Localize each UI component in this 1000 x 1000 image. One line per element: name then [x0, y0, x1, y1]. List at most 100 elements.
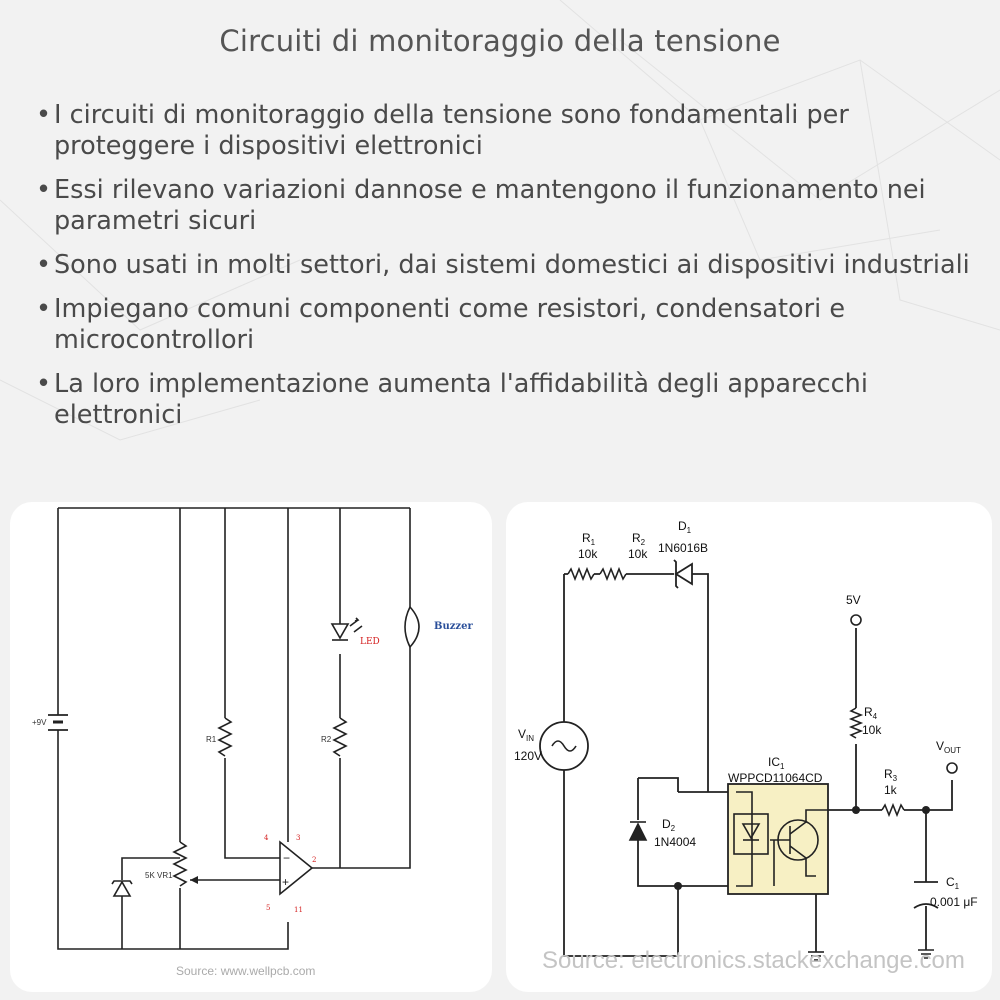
left-source-caption: Source: www.wellpcb.com	[176, 964, 315, 978]
r2-name: R2	[632, 531, 646, 547]
bullet-marker: •	[36, 100, 52, 130]
potentiometer-label: 5K VR1	[145, 871, 173, 880]
r4-resistor-symbol	[848, 707, 864, 739]
photodiode-symbol	[733, 791, 769, 887]
r2-name-subscript: 2	[641, 538, 646, 547]
d1-name: D1	[678, 519, 692, 535]
supply-label: 5V	[846, 593, 861, 607]
bullet-item: •Impiegano comuni componenti come resist…	[34, 294, 974, 356]
left-circuit-diagram: +9V R1 R2 LED Buzzer 5K VR1 −	[32, 507, 473, 978]
vin-name-letter: V	[518, 727, 526, 741]
junction-dot	[922, 806, 930, 814]
ic-name-letter: IC	[768, 755, 780, 769]
op-amp-symbol	[279, 840, 314, 896]
bullet-item: •Essi rilevano variazioni dannose e mant…	[34, 175, 974, 237]
bullet-marker: •	[36, 175, 52, 205]
right-circuit-diagram: R1 10k R2 10k D1 1N6016B VIN 120V D2 1N4…	[514, 519, 978, 974]
bullet-text: Sono usati in molti settori, dai sistemi…	[54, 250, 970, 280]
c1-capacitor-symbol	[913, 881, 939, 909]
bullet-text: Essi rilevano variazioni dannose e mante…	[54, 175, 926, 236]
bullet-item: •La loro implementazione aumenta l'affid…	[34, 369, 974, 431]
bullet-marker: •	[36, 369, 52, 399]
page-title: Circuiti di monitoraggio della tensione	[219, 24, 781, 58]
ic-part: WPPCD11064CD	[728, 771, 823, 785]
r1-name-subscript: 1	[591, 538, 596, 547]
phototransistor-symbol	[770, 809, 828, 886]
d2-diode-symbol	[628, 821, 648, 841]
battery-label: +9V	[32, 718, 47, 727]
right-wires	[563, 573, 953, 957]
d1-name-letter: D	[678, 519, 687, 533]
vin-value: 120V	[514, 749, 542, 763]
r3-value: 1k	[884, 783, 898, 797]
bullet-list: •I circuiti di monitoraggio della tensio…	[34, 100, 974, 444]
buzzer-label: Buzzer	[434, 621, 473, 632]
vin-name-subscript: IN	[526, 734, 534, 743]
right-source-caption: Source: electronics.stackexchange.com	[542, 947, 965, 974]
pin-2-label: 2	[312, 856, 316, 864]
r4-name-letter: R	[864, 705, 873, 719]
op-amp-minus: −	[283, 851, 290, 865]
pin-3-label: 3	[296, 834, 300, 842]
r2-name-letter: R	[632, 531, 641, 545]
ground-symbol	[918, 949, 934, 959]
d2-name: D2	[662, 817, 676, 833]
pin-11-label: 11	[294, 906, 303, 914]
vout-name: VOUT	[936, 739, 961, 755]
r4-value: 10k	[862, 723, 882, 737]
vout-name-subscript: OUT	[944, 746, 961, 755]
led-symbol	[330, 617, 363, 641]
d1-zener-symbol	[673, 559, 693, 589]
d1-part: 1N6016B	[658, 541, 708, 555]
r1-label: R1	[206, 735, 217, 744]
bullet-text: I circuiti di monitoraggio della tension…	[54, 100, 849, 161]
r3-name: R3	[884, 767, 898, 783]
r1-value: 10k	[578, 547, 598, 561]
r2-resistor-symbol	[332, 717, 348, 757]
potentiometer-symbol	[172, 841, 188, 887]
d1-name-subscript: 1	[687, 526, 692, 535]
buzzer-symbol	[404, 606, 420, 648]
bullet-item: •Sono usati in molti settori, dai sistem…	[34, 250, 974, 281]
potentiometer-wiper-arrow	[190, 876, 198, 884]
left-wires	[57, 507, 411, 950]
right-diagram-panel: R1 10k R2 10k D1 1N6016B VIN 120V D2 1N4…	[506, 502, 992, 992]
junction-dot	[852, 806, 860, 814]
bullet-text: Impiegano comuni componenti come resisto…	[54, 294, 846, 355]
r3-resistor-symbol	[881, 802, 905, 818]
pin-4-label: 4	[264, 834, 269, 842]
vout-terminal	[946, 762, 958, 774]
vin-name: VIN	[518, 727, 534, 743]
r3-name-subscript: 3	[893, 774, 898, 783]
bullet-marker: •	[36, 294, 52, 324]
ic-name-subscript: 1	[780, 762, 785, 771]
ground-symbol	[808, 951, 824, 961]
ic-name: IC1	[768, 755, 785, 771]
r2-value: 10k	[628, 547, 648, 561]
d2-name-subscript: 2	[671, 824, 676, 833]
r1-resistor-symbol	[217, 717, 233, 757]
vout-name-letter: V	[936, 739, 944, 753]
bullet-text: La loro implementazione aumenta l'affida…	[54, 369, 868, 430]
d2-name-letter: D	[662, 817, 671, 831]
c1-name: C1	[946, 875, 960, 891]
pin-5-label: 5	[266, 904, 270, 912]
junction-dot	[674, 882, 682, 890]
bullet-marker: •	[36, 250, 52, 280]
bullet-item: •I circuiti di monitoraggio della tensio…	[34, 100, 974, 162]
r4-name-subscript: 4	[873, 712, 878, 721]
c1-name-subscript: 1	[955, 882, 960, 891]
r1-name: R1	[582, 531, 596, 547]
supply-terminal	[850, 614, 862, 626]
sine-wave-icon	[551, 740, 577, 752]
c1-name-letter: C	[946, 875, 955, 889]
r1-name-letter: R	[582, 531, 591, 545]
zener-diode-symbol	[111, 880, 133, 897]
led-label: LED	[360, 637, 380, 647]
r4-name: R4	[864, 705, 878, 721]
c1-value: 0.001 μF	[930, 895, 978, 909]
d2-part: 1N4004	[654, 835, 696, 849]
left-diagram-panel: +9V R1 R2 LED Buzzer 5K VR1 −	[10, 502, 492, 992]
r2-label: R2	[321, 735, 332, 744]
